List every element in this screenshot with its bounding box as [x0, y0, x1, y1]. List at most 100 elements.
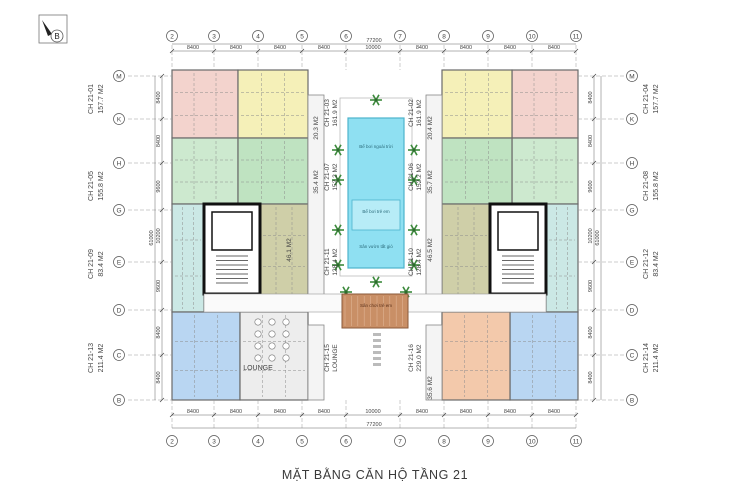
unit-21-07-block — [237, 137, 309, 205]
dim-bottom-tick — [255, 412, 261, 418]
dim-left-tick — [159, 352, 165, 358]
lounge-table — [268, 354, 276, 362]
palm-trunk — [336, 263, 340, 267]
dim-top-tick — [397, 48, 403, 54]
dim-bottom-value: 8400 — [460, 409, 472, 415]
unit-code-inner-left: CH 21-07 — [324, 163, 331, 191]
dim-top-value: 8400 — [416, 45, 428, 51]
dim-bottom-tick — [397, 412, 403, 418]
grid-column-label: 3 — [212, 33, 216, 40]
dim-top-tick — [169, 48, 175, 54]
palm-trunk — [336, 228, 340, 232]
dim-left-value: 8400 — [156, 371, 162, 383]
unit-area-outer-left: 157.7 M2 — [98, 84, 105, 113]
palm-trunk — [412, 263, 416, 267]
grid-column-label: 9 — [486, 33, 490, 40]
lounge-table — [268, 342, 276, 350]
unit-code-inner-right: CH 21-06 — [408, 163, 415, 191]
unit-code-outer-left: CH 21-01 — [88, 84, 95, 114]
grid-column-label: 2 — [170, 33, 174, 40]
dim-right-tick — [591, 307, 597, 313]
unit-area-outer-left: 211.4 M2 — [98, 344, 105, 373]
dim-right-tick — [591, 160, 597, 166]
grid-bubble-side — [113, 113, 125, 125]
lounge-table — [282, 354, 290, 362]
dim-bottom-value: 8400 — [318, 409, 330, 415]
grid-row-label: D — [117, 307, 122, 314]
grid-bubble-top — [526, 30, 538, 42]
balcony-strip — [425, 324, 443, 401]
unit-area-outer-right: 211.4 M2 — [653, 344, 660, 373]
lift-shaft — [211, 211, 253, 251]
dim-bottom-value: 8400 — [187, 409, 199, 415]
grid-row-label: M — [116, 73, 121, 80]
stepping-stone — [373, 357, 381, 360]
unit-area-inner-right: 152.2 M2 — [416, 163, 423, 190]
unit-21-05-block — [171, 137, 239, 205]
grid-bubble-side — [626, 113, 638, 125]
unit-area-inner-left: 161.9 M2 — [332, 99, 339, 126]
lounge-label: LOUNGE — [243, 365, 273, 372]
balcony-area-right: 35.6 M2 — [427, 376, 434, 400]
dim-bottom-tick — [169, 412, 175, 418]
dim-left-value: 9600 — [156, 180, 162, 192]
unit-21-09-block — [171, 203, 205, 313]
dim-top-tick — [529, 48, 535, 54]
balcony-area-left: 35.4 M2 — [313, 170, 320, 194]
unit-area-outer-left: 83.4 M2 — [98, 251, 105, 276]
dim-bottom-value: 8400 — [230, 409, 242, 415]
lounge-table — [282, 318, 290, 326]
dim-bottom-value: 8400 — [274, 409, 286, 415]
grid-column-label: 4 — [256, 33, 260, 40]
dim-bottom-value: 8400 — [548, 409, 560, 415]
unit-code-outer-right: CH 21-12 — [643, 249, 650, 279]
lounge-table — [254, 330, 262, 338]
lift-shaft — [497, 211, 539, 251]
dim-top-tick — [299, 48, 305, 54]
page-title: MẶT BẰNG CĂN HỘ TẦNG 21 — [281, 468, 469, 482]
dim-bottom-value: 8400 — [504, 409, 516, 415]
playground — [341, 293, 409, 329]
grid-bubble-top — [570, 30, 582, 42]
unit-code-outer-right: CH 21-08 — [643, 171, 650, 201]
grid-bubble-side — [626, 304, 638, 316]
dim-right-tick — [591, 397, 597, 403]
lounge-table — [282, 330, 290, 338]
unit-21-03-block — [237, 69, 309, 139]
unit-code-inner-right: CH 21-10 — [408, 248, 415, 276]
dim-bottom-value: 8400 — [416, 409, 428, 415]
stepping-stone — [373, 363, 381, 366]
dim-left-value: 8400 — [156, 326, 162, 338]
unit-area-inner-left: 152.2 M2 — [332, 163, 339, 190]
dim-left-tick — [159, 207, 165, 213]
unit-area-outer-right: 157.7 M2 — [653, 84, 660, 113]
dim-top-tick — [343, 48, 349, 54]
dim-left-tick — [159, 116, 165, 122]
dim-right-value: 10200 — [588, 228, 594, 243]
unit-code-inner-left: CH 21-11 — [324, 248, 331, 276]
grid-column-label: 7 — [398, 33, 402, 40]
dim-right-tick — [591, 207, 597, 213]
grid-bubble-side — [626, 70, 638, 82]
grid-bubble-side — [626, 204, 638, 216]
dim-bottom-tick — [573, 412, 579, 418]
unit-area-outer-right: 83.4 M2 — [653, 251, 660, 276]
dim-bottom-tick — [211, 412, 217, 418]
dim-top-tick — [485, 48, 491, 54]
dim-left-tick — [159, 259, 165, 265]
dim-right-value: 8400 — [588, 91, 594, 103]
dim-top-tick — [255, 48, 261, 54]
unit-area-outer-right: 155.8 M2 — [653, 171, 660, 200]
grid-row-label: D — [630, 307, 635, 314]
dim-right-value: 8400 — [588, 326, 594, 338]
dim-left-value: 8400 — [156, 91, 162, 103]
grid-bubble-top — [340, 30, 352, 42]
dim-right-tick — [591, 116, 597, 122]
unit-21-11-block — [259, 203, 309, 299]
grid-column-label: 10 — [528, 33, 536, 40]
unit-21-12-block — [545, 203, 579, 313]
unit-area-inner-left: LOUNGE — [332, 344, 339, 372]
grid-bubble-bottom — [208, 435, 220, 447]
grid-bubble-side — [626, 349, 638, 361]
